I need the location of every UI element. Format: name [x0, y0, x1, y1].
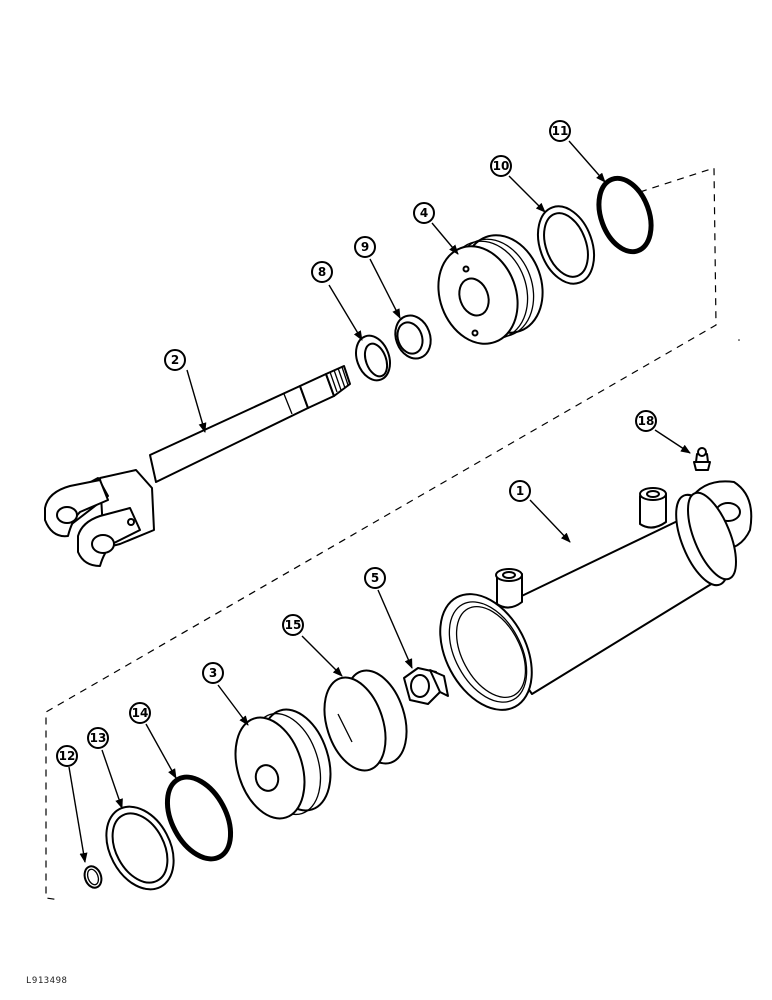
svg-text:12: 12 [59, 749, 76, 763]
svg-text:18: 18 [638, 414, 655, 428]
leader-lines [68, 140, 691, 863]
gland-part-4 [437, 234, 544, 345]
o-ring-part-11 [596, 175, 654, 255]
svg-text:1: 1 [516, 484, 524, 498]
backup-ring-part-10 [536, 205, 596, 285]
wiper-seal-part-8 [355, 334, 391, 382]
callout-13: 13 [87, 727, 109, 749]
svg-text:3: 3 [209, 666, 217, 680]
svg-text:13: 13 [90, 731, 107, 745]
small-ring-part-12 [83, 865, 103, 889]
piston-part-3 [234, 708, 332, 820]
callout-3: 3 [202, 662, 224, 684]
wear-ring-part-15 [323, 669, 408, 772]
piston-rod-part [44, 365, 351, 567]
svg-text:11: 11 [552, 124, 569, 138]
grease-fitting-part-18 [693, 447, 711, 471]
svg-text:15: 15 [285, 618, 302, 632]
drawing-reference-code: L913498 [26, 976, 68, 986]
callout-10: 10 [490, 155, 512, 177]
callout-8: 8 [311, 261, 333, 283]
callout-5: 5 [364, 567, 386, 589]
locknut-part-5 [403, 667, 449, 705]
callout-2: 2 [164, 349, 186, 371]
svg-text:2: 2 [171, 353, 179, 367]
callout-1: 1 [509, 480, 531, 502]
callout-4: 4 [413, 202, 435, 224]
svg-text:5: 5 [371, 571, 379, 585]
svg-text:8: 8 [318, 265, 326, 279]
speck-mark [738, 339, 740, 341]
callout-18: 18 [635, 410, 657, 432]
assembly-outline-dashed [45, 167, 717, 901]
svg-text:9: 9 [361, 240, 369, 254]
callout-15: 15 [282, 614, 304, 636]
callout-11: 11 [549, 120, 571, 142]
svg-text:10: 10 [493, 159, 510, 173]
callout-12: 12 [56, 745, 78, 767]
svg-text:14: 14 [132, 706, 149, 720]
cylinder-barrel-part-1 [439, 480, 753, 711]
svg-text:4: 4 [420, 206, 428, 220]
backup-ring-part-13 [105, 805, 175, 891]
o-ring-part-14 [164, 774, 234, 862]
callout-14: 14 [129, 702, 151, 724]
rod-seal-part-9 [394, 314, 432, 360]
callout-9: 9 [354, 236, 376, 258]
